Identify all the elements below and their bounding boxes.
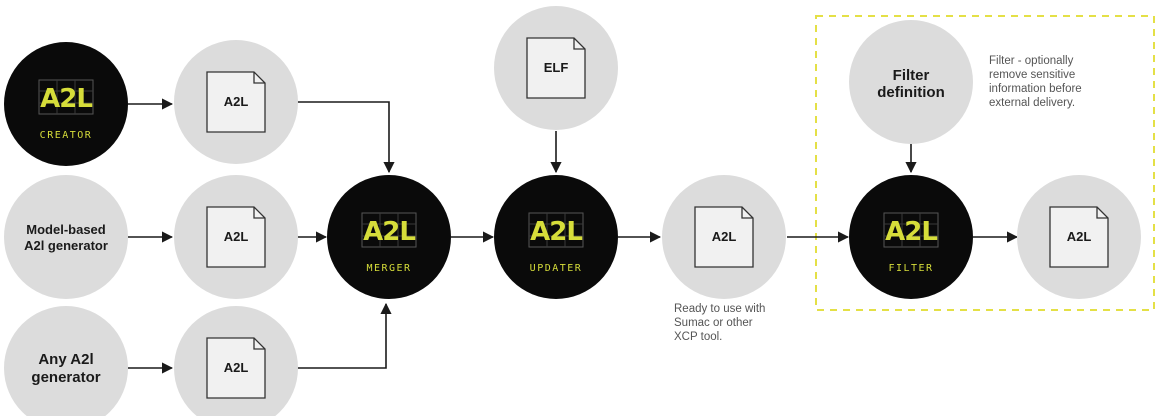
filter-note-line: external delivery.: [989, 97, 1075, 109]
document-icon: [206, 337, 266, 399]
a2l-logo-icon: A2L: [883, 212, 939, 248]
any-generator-label-line1: Any A2l: [38, 351, 93, 368]
filter-note: Filter - optionally remove sensitive inf…: [989, 55, 1082, 109]
any-generator-node: Any A2l generator: [4, 306, 128, 416]
any-a2l-file-label: A2L: [224, 360, 249, 375]
filter-note-line: information before: [989, 83, 1082, 95]
filtered-a2l-file-node: A2L: [1017, 175, 1141, 299]
connectors: [128, 98, 1019, 374]
a2l-logo-text: A2L: [885, 217, 937, 247]
a2l-logo-text: A2L: [40, 84, 92, 114]
a2l-logo-icon: A2L: [38, 79, 94, 115]
ready-note-line: XCP tool.: [674, 331, 722, 343]
document-icon: [206, 71, 266, 133]
model-based-generator-node: Model-based A2l generator: [4, 175, 128, 299]
filter-note-line: Filter - optionally: [989, 55, 1074, 67]
model-based-generator-label-line2: A2l generator: [24, 238, 108, 253]
filter-tool-node: A2L FILTER: [849, 175, 973, 299]
updated-a2l-file-node: A2L: [662, 175, 786, 299]
filter-tool-label: FILTER: [888, 263, 933, 274]
any-a2l-file-node: A2L: [174, 306, 298, 416]
elf-file-label: ELF: [544, 60, 569, 75]
model-a2l-file-label: A2L: [224, 229, 249, 244]
a2l-logo-text: A2L: [363, 217, 415, 247]
a2l-logo-icon: A2L: [361, 212, 417, 248]
updated-a2l-file-label: A2L: [712, 229, 737, 244]
document-icon: [206, 206, 266, 268]
creator-tool-node: A2L CREATOR: [4, 42, 128, 166]
document-icon: [1049, 206, 1109, 268]
filter-zone-border: [815, 15, 1155, 311]
filtered-a2l-file-label: A2L: [1067, 229, 1092, 244]
creator-tool-label: CREATOR: [40, 130, 93, 141]
ready-note-line: Sumac or other: [674, 317, 753, 329]
filter-definition-label-line1: Filter: [893, 67, 930, 84]
updater-tool-label: UPDATER: [530, 263, 583, 274]
creator-a2l-file-label: A2L: [224, 94, 249, 109]
filter-definition-node: Filter definition: [849, 20, 973, 144]
updater-tool-node: A2L UPDATER: [494, 175, 618, 299]
a2l-logo-icon: A2L: [528, 212, 584, 248]
creator-a2l-file-node: A2L: [174, 40, 298, 164]
any-generator-label-line2: generator: [31, 369, 100, 386]
ready-note-line: Ready to use with: [674, 303, 765, 315]
elf-file-node: ELF: [494, 6, 618, 130]
a2l-logo-text: A2L: [530, 217, 582, 247]
model-a2l-file-node: A2L: [174, 175, 298, 299]
arrow-creator-doc-to-merger: [297, 101, 395, 174]
filter-note-line: remove sensitive: [989, 69, 1075, 81]
ready-to-use-note: Ready to use with Sumac or other XCP too…: [674, 303, 765, 343]
merger-tool-node: A2L MERGER: [327, 175, 451, 299]
document-icon: [694, 206, 754, 268]
document-icon: [526, 37, 586, 99]
merger-tool-label: MERGER: [366, 263, 411, 274]
model-based-generator-label-line1: Model-based: [26, 222, 106, 237]
filter-definition-label-line2: definition: [877, 84, 945, 101]
arrow-any-doc-to-merger: [297, 302, 392, 369]
